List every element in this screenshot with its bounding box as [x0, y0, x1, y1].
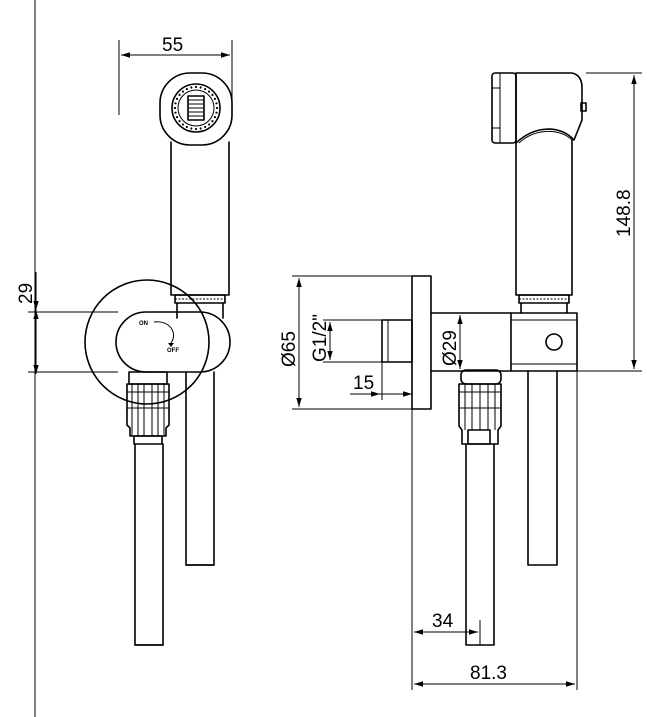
nozzle-dot: [174, 102, 177, 105]
nozzle-dot: [215, 106, 219, 110]
nozzle-dot: [175, 116, 179, 119]
valve-rotation-arrow: [153, 321, 175, 344]
shower-head-side: [491, 72, 517, 144]
nozzle-dot: [174, 111, 177, 114]
rear-hose-front: [185, 371, 215, 566]
hose-connector-side: [460, 369, 502, 385]
nozzle-dot: [185, 125, 188, 129]
nozzle-dot: [207, 123, 211, 126]
nozzle-dot: [204, 125, 207, 129]
front-hose-front: [134, 443, 164, 646]
nozzle-dot: [194, 127, 198, 131]
nozzle-outer-ring: [171, 83, 221, 133]
nozzle-dot: [215, 111, 218, 114]
dim-label-15: 15: [353, 373, 374, 394]
valve-off-label: OFF: [167, 348, 179, 354]
nozzle-dot: [178, 93, 181, 97]
nozzle-dot: [213, 116, 217, 119]
nozzle-dot: [207, 90, 211, 93]
handle-head-side: [515, 72, 583, 144]
nozzle-dot: [211, 93, 214, 97]
nozzle-dot: [175, 97, 179, 100]
wall-flange-side: [411, 275, 432, 410]
nozzle-dot: [185, 87, 188, 91]
nozzle-dots: [173, 85, 219, 131]
nozzle-dot: [190, 127, 193, 130]
nozzle-inner-ring: [177, 89, 215, 127]
valve-body-front: [115, 311, 231, 373]
nozzle-dot: [190, 86, 193, 89]
nozzle-dot: [199, 127, 202, 130]
nozzle-dot: [173, 106, 177, 110]
front-hose-side: [465, 443, 495, 646]
valve-knob-side: [545, 333, 563, 351]
nozzle-dot: [211, 119, 214, 123]
handle-body-front: [170, 141, 230, 296]
valve-block-side: [510, 312, 578, 372]
hose-connector-front: [128, 371, 168, 385]
dim-label-d29: Ø29: [440, 330, 461, 366]
wall-flange-front: [84, 279, 210, 405]
dim-label-d65: Ø65: [279, 331, 300, 367]
dim-label-g12: G1/2": [310, 314, 331, 362]
valve-on-label: ON: [139, 321, 148, 327]
nozzle-dot: [213, 97, 217, 100]
nozzle-dot: [215, 102, 218, 105]
nozzle-dot: [181, 90, 185, 93]
nozzle-dot: [181, 123, 185, 126]
nozzle-dot: [194, 85, 198, 89]
front-view: ON OFF 55 29: [16, 35, 233, 646]
nozzle-dot: [204, 87, 207, 91]
nozzle-dot: [199, 86, 202, 89]
dim-label-81: 81.3: [470, 663, 507, 684]
dim-label-29-left: 29: [16, 283, 37, 304]
dim-label-55: 55: [162, 35, 183, 56]
side-view: Ø65 G1/2" Ø29 15 148.8 34 81.3: [279, 72, 642, 690]
dim-label-148: 148.8: [614, 189, 635, 237]
rear-hose-side: [527, 370, 558, 566]
dim-label-34: 34: [432, 611, 454, 632]
thread-tube-side: [381, 319, 413, 363]
handle-body-side: [515, 139, 573, 296]
nozzle-dot: [178, 119, 181, 123]
